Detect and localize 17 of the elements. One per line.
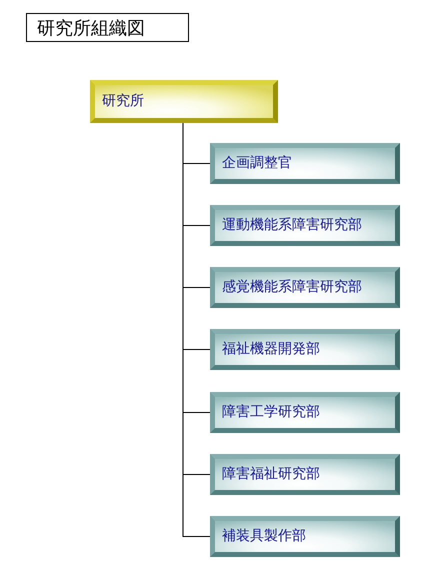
org-unit-box [210,267,400,308]
org-unit-box [210,143,400,184]
unit-name: 研究所 [102,93,144,110]
unit-name: 感覚機能系障害研究部 [222,279,362,296]
unit-name: 障害工学研究部 [222,404,320,421]
org-unit-box [210,205,400,246]
org-unit-box [210,329,400,370]
org-unit-box [210,392,400,433]
org-unit-box [90,80,278,123]
org-unit-box [210,516,400,557]
unit-name: 補装具製作部 [222,528,306,545]
diagram-title: 研究所組織図 [26,13,189,42]
unit-name: 障害福祉研究部 [222,466,320,483]
unit-name: 企画調整官 [222,155,292,172]
unit-name: 運動機能系障害研究部 [222,217,362,234]
unit-name: 福祉機器開発部 [222,341,320,358]
org-unit-box [210,454,400,495]
